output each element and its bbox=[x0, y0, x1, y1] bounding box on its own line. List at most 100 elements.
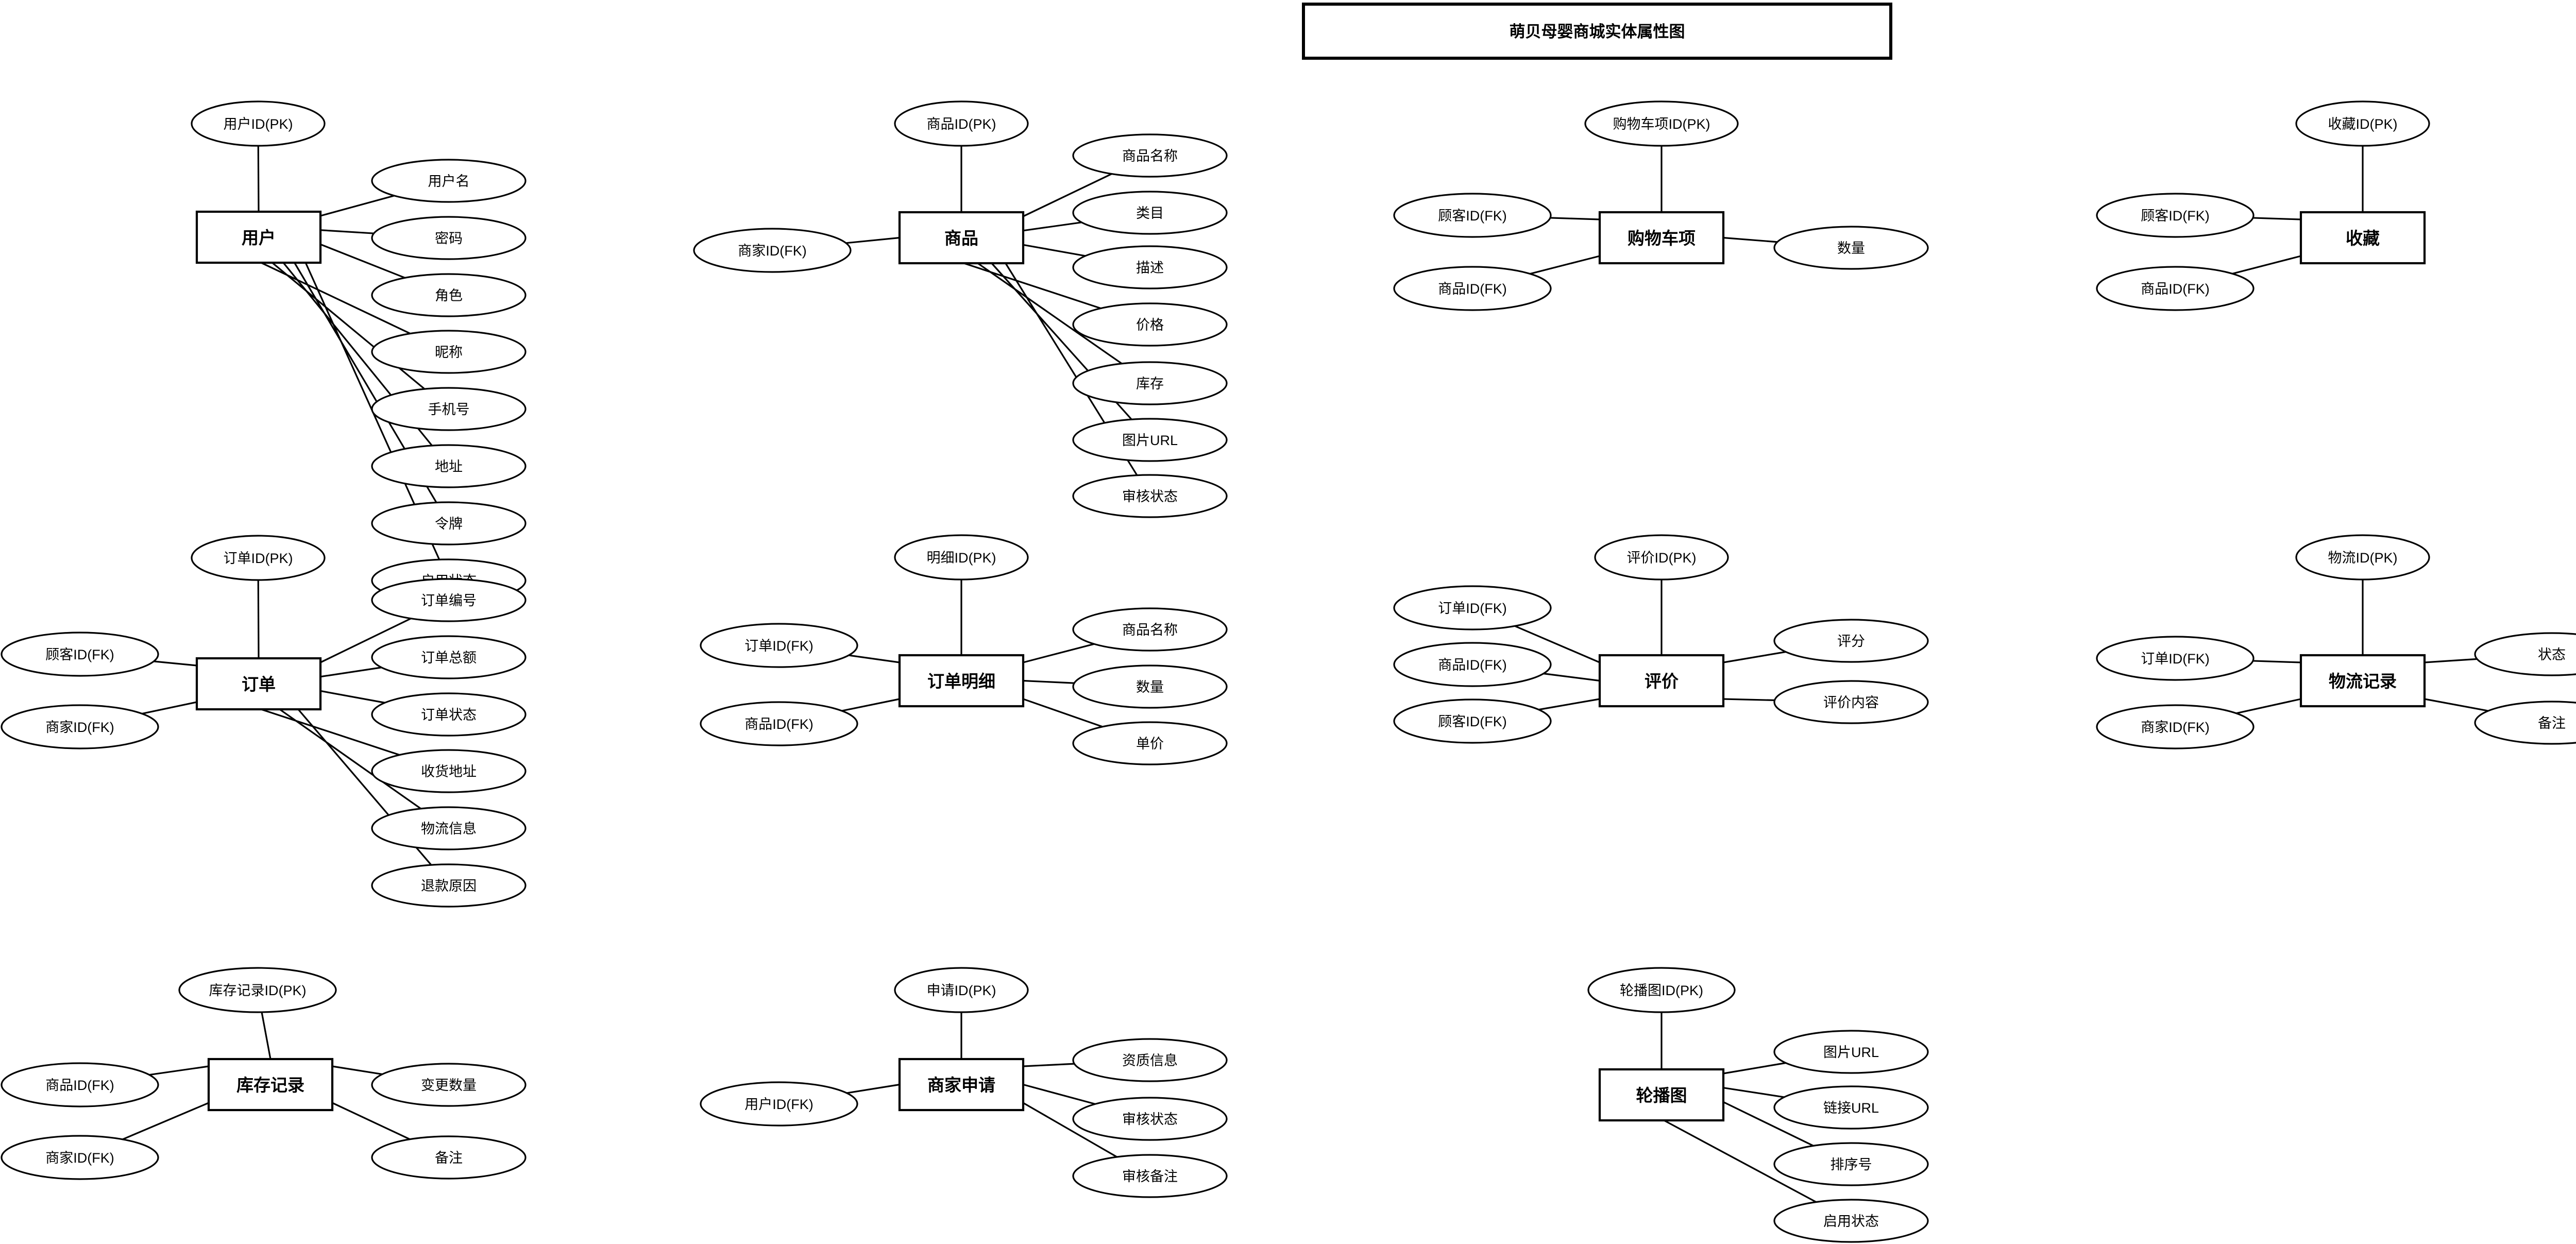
primary-key-attribute[interactable]: 购物车项ID(PK) bbox=[1584, 100, 1739, 147]
attribute[interactable]: 变更数量 bbox=[371, 1063, 527, 1107]
foreign-key-attribute[interactable]: 顾客ID(FK) bbox=[1, 632, 159, 677]
foreign-key-attribute[interactable]: 用户ID(FK) bbox=[700, 1081, 858, 1127]
attribute[interactable]: 地址 bbox=[371, 444, 527, 488]
attribute-ellipse bbox=[1072, 1154, 1228, 1198]
foreign-key-attribute[interactable]: 顾客ID(FK) bbox=[1393, 193, 1552, 238]
entity-box bbox=[898, 1058, 1025, 1112]
attribute[interactable]: 收货地址 bbox=[371, 749, 527, 793]
foreign-key-attribute[interactable]: 订单ID(FK) bbox=[1393, 585, 1552, 630]
entity-商品[interactable]: 商品 bbox=[898, 211, 1025, 265]
attribute[interactable]: 描述 bbox=[1072, 245, 1228, 289]
attribute[interactable]: 手机号 bbox=[371, 387, 527, 431]
entity-购物车项[interactable]: 购物车项 bbox=[1598, 211, 1725, 265]
entity-轮播图[interactable]: 轮播图 bbox=[1598, 1068, 1725, 1122]
primary-key-attribute[interactable]: 轮播图ID(PK) bbox=[1587, 967, 1736, 1013]
foreign-key-attribute[interactable]: 商品ID(FK) bbox=[1393, 266, 1552, 311]
attribute[interactable]: 令牌 bbox=[371, 501, 527, 546]
attr-connector-left bbox=[849, 654, 900, 663]
attribute[interactable]: 库存 bbox=[1072, 361, 1228, 405]
foreign-key-attribute[interactable]: 商家ID(FK) bbox=[693, 228, 852, 273]
attribute[interactable]: 备注 bbox=[371, 1135, 527, 1180]
attribute[interactable]: 单价 bbox=[1072, 721, 1228, 765]
attribute[interactable]: 商品名称 bbox=[1072, 133, 1228, 178]
primary-key-attribute[interactable]: 评价ID(PK) bbox=[1594, 534, 1729, 581]
attribute[interactable]: 订单编号 bbox=[371, 578, 527, 622]
primary-key-attribute[interactable]: 库存记录ID(PK) bbox=[178, 967, 337, 1013]
foreign-key-attribute[interactable]: 商家ID(FK) bbox=[1, 1135, 159, 1180]
entity-物流记录[interactable]: 物流记录 bbox=[2299, 654, 2426, 708]
entity-label: 物流记录 bbox=[2329, 672, 2397, 691]
attribute[interactable]: 链接URL bbox=[1773, 1085, 1929, 1130]
attribute[interactable]: 图片URL bbox=[1773, 1030, 1929, 1074]
primary-key-attribute[interactable]: 用户ID(PK) bbox=[191, 100, 326, 147]
attr-connector-right bbox=[963, 262, 1101, 310]
foreign-key-attribute[interactable]: 顾客ID(FK) bbox=[1393, 698, 1552, 744]
attribute[interactable]: 退款原因 bbox=[371, 863, 527, 908]
foreign-key-attribute[interactable]: 商家ID(FK) bbox=[2096, 704, 2255, 749]
primary-key-attribute[interactable]: 明细ID(PK) bbox=[894, 534, 1029, 581]
foreign-key-attribute[interactable]: 订单ID(FK) bbox=[700, 623, 858, 668]
attribute-ellipse bbox=[1072, 1038, 1228, 1082]
attribute-label: 价格 bbox=[1136, 317, 1164, 333]
foreign-key-attribute-ellipse bbox=[2096, 704, 2255, 749]
attribute[interactable]: 启用状态 bbox=[1773, 1199, 1929, 1243]
attribute[interactable]: 角色 bbox=[371, 273, 527, 317]
attribute[interactable]: 备注 bbox=[2474, 701, 2576, 745]
attribute[interactable]: 评分 bbox=[1773, 619, 1929, 663]
connector-lines-layer bbox=[122, 145, 2488, 1203]
entity-评价[interactable]: 评价 bbox=[1598, 654, 1725, 708]
attribute[interactable]: 数量 bbox=[1072, 664, 1228, 709]
attribute[interactable]: 数量 bbox=[1773, 226, 1929, 270]
entity-订单[interactable]: 订单 bbox=[195, 657, 322, 711]
attribute-label: 评价内容 bbox=[1823, 695, 1879, 710]
foreign-key-attribute[interactable]: 商品ID(FK) bbox=[2096, 266, 2255, 311]
attribute[interactable]: 用户名 bbox=[371, 159, 527, 203]
attr-connector-right bbox=[320, 243, 405, 279]
primary-key-attribute[interactable]: 申请ID(PK) bbox=[894, 967, 1029, 1013]
attribute[interactable]: 图片URL bbox=[1072, 418, 1228, 462]
attribute[interactable]: 评价内容 bbox=[1773, 680, 1929, 724]
foreign-key-attribute[interactable]: 商品ID(FK) bbox=[1393, 642, 1552, 687]
primary-key-attribute[interactable]: 商品ID(PK) bbox=[894, 100, 1029, 147]
attribute[interactable]: 审核备注 bbox=[1072, 1154, 1228, 1198]
attribute-ellipse bbox=[2474, 701, 2576, 745]
foreign-key-attribute[interactable]: 商家ID(FK) bbox=[1, 704, 159, 749]
foreign-key-attribute[interactable]: 商品ID(FK) bbox=[700, 701, 858, 746]
attribute[interactable]: 类目 bbox=[1072, 191, 1228, 235]
entity-商家申请[interactable]: 商家申请 bbox=[898, 1058, 1025, 1112]
attribute[interactable]: 审核状态 bbox=[1072, 1097, 1228, 1141]
primary-key-attribute[interactable]: 订单ID(PK) bbox=[191, 535, 326, 581]
entity-label: 订单明细 bbox=[927, 672, 995, 691]
attribute[interactable]: 价格 bbox=[1072, 302, 1228, 347]
entity-库存记录[interactable]: 库存记录 bbox=[207, 1058, 334, 1112]
attribute[interactable]: 排序号 bbox=[1773, 1142, 1929, 1186]
primary-key-attribute[interactable]: 收藏ID(PK) bbox=[2295, 100, 2430, 147]
foreign-key-attribute[interactable]: 订单ID(FK) bbox=[2096, 636, 2255, 681]
attribute-ellipse bbox=[371, 635, 527, 679]
attribute[interactable]: 商品名称 bbox=[1072, 607, 1228, 652]
attribute-label: 备注 bbox=[2538, 715, 2566, 731]
attribute[interactable]: 订单总额 bbox=[371, 635, 527, 679]
attr-connector-right bbox=[1023, 221, 1082, 232]
attribute[interactable]: 审核状态 bbox=[1072, 474, 1228, 518]
entity-label: 购物车项 bbox=[1628, 229, 1696, 248]
attribute[interactable]: 物流信息 bbox=[371, 806, 527, 850]
entity-用户[interactable]: 用户 bbox=[195, 210, 322, 264]
entity-收藏[interactable]: 收藏 bbox=[2299, 211, 2426, 265]
primary-key-attribute[interactable]: 物流ID(PK) bbox=[2295, 534, 2430, 581]
attribute[interactable]: 资质信息 bbox=[1072, 1038, 1228, 1082]
primary-key-attribute-ellipse bbox=[191, 100, 326, 147]
attribute[interactable]: 昵称 bbox=[371, 330, 527, 374]
attribute-ellipse bbox=[1072, 418, 1228, 462]
foreign-key-attribute[interactable]: 商品ID(FK) bbox=[1, 1062, 159, 1107]
attribute[interactable]: 密码 bbox=[371, 216, 527, 260]
attribute[interactable]: 订单状态 bbox=[371, 692, 527, 737]
attribute[interactable]: 状态 bbox=[2474, 632, 2576, 676]
entity-订单明细[interactable]: 订单明细 bbox=[898, 654, 1025, 708]
attribute-label: 状态 bbox=[2538, 647, 2566, 662]
attr-connector-right bbox=[2424, 698, 2488, 712]
attribute-label: 类目 bbox=[1136, 206, 1164, 221]
attribute-ellipse bbox=[371, 159, 527, 203]
foreign-key-attribute[interactable]: 顾客ID(FK) bbox=[2096, 193, 2255, 238]
attr-connector-right bbox=[1723, 236, 1777, 243]
